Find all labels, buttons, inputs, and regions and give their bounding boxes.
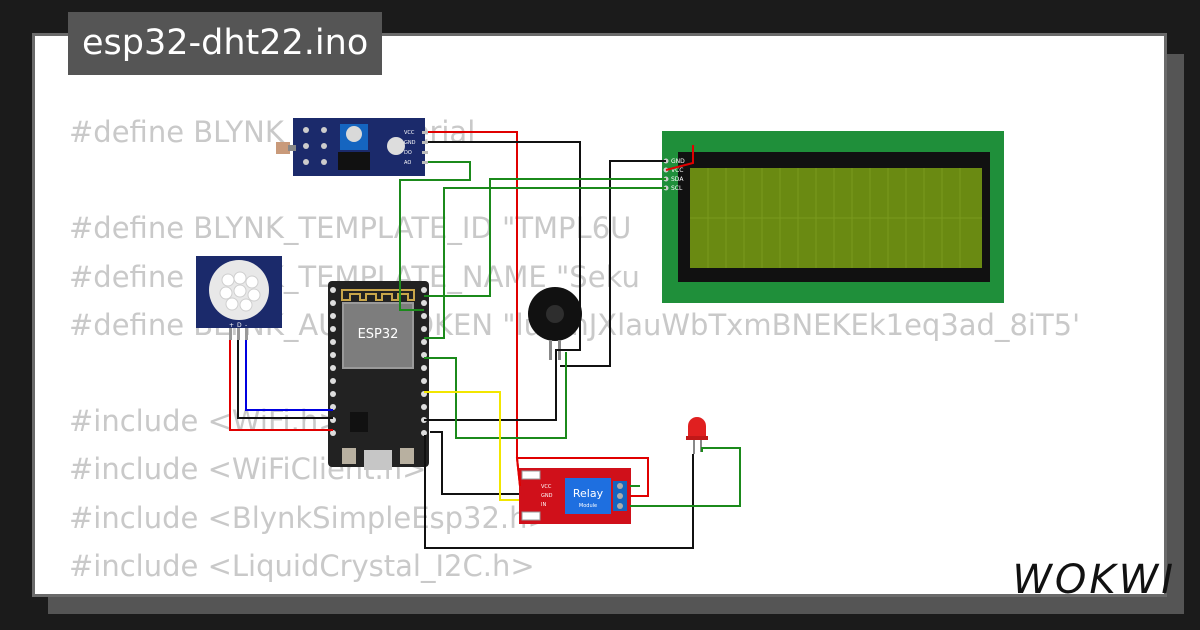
code-line: #include <BlynkSimpleEsp32.h>: [69, 500, 552, 535]
project-title: esp32-dht22.ino: [68, 12, 383, 75]
relay-label: Relay: [573, 487, 604, 500]
ldr-pin-ao: AO: [404, 160, 411, 166]
ldr-pin-do: DO: [404, 150, 412, 156]
wires: [229, 131, 741, 549]
lcd-pin-scl: SCL: [671, 185, 683, 192]
ldr-comparator-chip: [338, 152, 370, 170]
esp32-right-pins: [421, 287, 427, 436]
esp32-boot-button[interactable]: [342, 448, 356, 464]
pir-pin-minus: -: [245, 322, 247, 329]
esp32-chip: [350, 412, 368, 432]
relay-pin-in: IN: [541, 502, 546, 508]
code-line: #include <LiquidCrystal_I2C.h>: [69, 548, 535, 583]
usb-port: [364, 450, 392, 470]
potentiometer-knob: [346, 126, 362, 142]
ldr-sensor-module[interactable]: VCC GND DO AO: [276, 118, 428, 176]
ldr-pin-vcc: VCC: [404, 130, 415, 136]
relay-block: [565, 478, 611, 514]
relay-pin-gnd: GND: [541, 493, 553, 499]
lcd-pin-vcc: VCC: [671, 167, 683, 174]
relay-sublabel: Module: [579, 503, 597, 509]
esp32-antenna: [341, 289, 415, 301]
pir-sensor[interactable]: + D -: [196, 256, 282, 340]
relay-module[interactable]: Relay Module VCC GND IN: [519, 468, 631, 524]
relay-pin-vcc: VCC: [541, 484, 552, 490]
led-bulb: [688, 417, 706, 438]
esp32-left-pins: [330, 287, 336, 436]
pir-pin-plus: +: [229, 322, 234, 329]
esp32-label: ESP32: [358, 327, 399, 342]
ldr-pin-gnd: GND: [404, 140, 416, 146]
red-led[interactable]: [686, 417, 708, 454]
lcd-display[interactable]: GND VCC SDA SCL: [662, 131, 1004, 303]
lcd-grid: [690, 168, 982, 268]
ldr-photoresistor: [276, 142, 290, 154]
ldr-led: [387, 137, 405, 155]
lcd-pin-gnd: GND: [671, 158, 685, 165]
wokwi-logo: WOKWI: [1012, 557, 1176, 603]
esp32-en-button[interactable]: [400, 448, 414, 464]
lcd-pin-sda: SDA: [671, 176, 684, 183]
esp32-board[interactable]: ESP32: [328, 281, 429, 470]
buzzer-hole: [546, 305, 564, 323]
esp32-shield: [342, 302, 414, 369]
pir-pin-d: D: [237, 322, 242, 329]
ldr-leg: [288, 145, 296, 151]
